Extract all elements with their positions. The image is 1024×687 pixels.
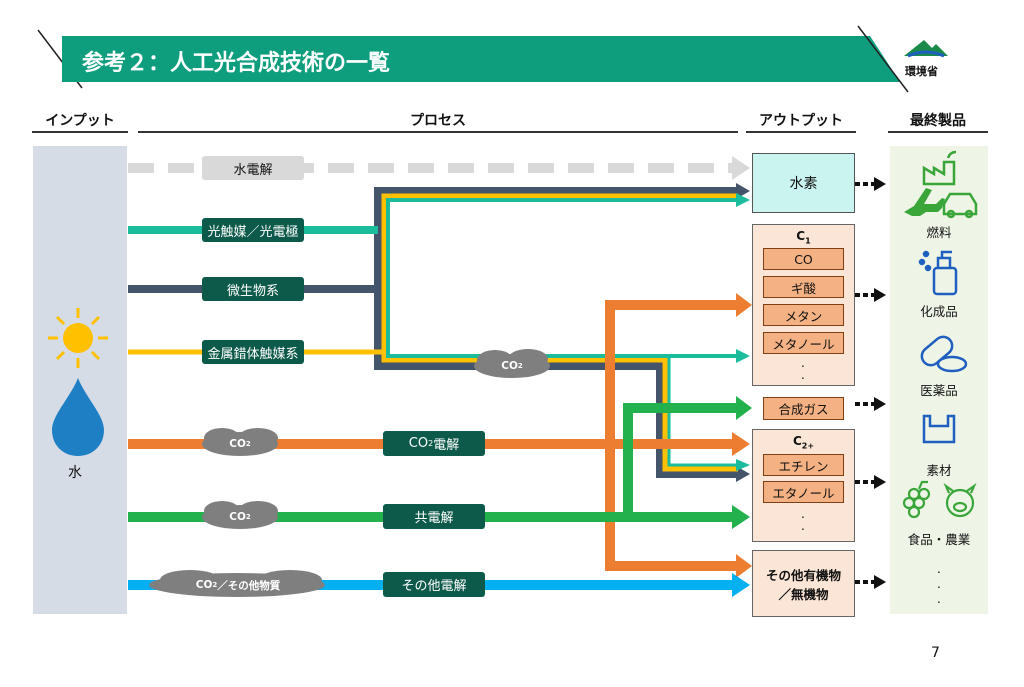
input-panel <box>33 146 127 614</box>
page-title: 参考２：人工光合成技術の一覧 <box>82 51 391 76</box>
microbial-box: 微生物系 <box>202 277 304 301</box>
column-input-underline <box>32 131 128 133</box>
co-electrolysis-box: 共電解 <box>383 504 485 529</box>
hydrogen-label: 水素 <box>789 176 818 192</box>
column-product-header: 最終製品 <box>910 113 966 129</box>
output-to-product-arrows <box>855 177 886 589</box>
teal-arrow <box>386 198 738 230</box>
sun-icon <box>48 308 108 368</box>
spray-bottle-icon <box>918 250 958 296</box>
ministry-logo-icon <box>904 40 948 58</box>
header-banner <box>37 25 909 93</box>
grapes-icon <box>902 480 931 519</box>
column-product-underline <box>888 131 988 133</box>
orange-branch <box>605 300 738 444</box>
product-panel <box>890 146 988 614</box>
column-output-header: アウトプット <box>759 113 843 129</box>
car-icon <box>942 192 978 219</box>
product-icons <box>902 150 978 519</box>
teal-arrow-lower <box>386 230 738 358</box>
water-drop-icon <box>52 378 104 456</box>
product-chemicals: 化成品 <box>920 304 958 319</box>
c2-item-ethylene: エチレン <box>763 454 844 476</box>
co2-cloud-green <box>202 501 278 529</box>
airplane-icon <box>904 188 945 216</box>
metal-complex-box: 金属錯体触媒系 <box>202 340 304 364</box>
bag-icon <box>922 414 956 444</box>
product-fuel: 燃料 <box>926 225 952 240</box>
c1-item-co: CO <box>763 248 844 270</box>
photocatalyst-box: 光触媒／光電極 <box>202 218 304 242</box>
yellow-arrow-lower <box>381 352 738 472</box>
other-electrolysis-box: その他電解 <box>383 572 485 597</box>
c1-heading: C1 <box>796 229 811 246</box>
co2-cloud-orange <box>202 428 278 456</box>
c1-item-methanol: メタノール <box>763 332 844 354</box>
factory-icon <box>922 150 957 186</box>
column-process-header: プロセス <box>410 113 466 129</box>
column-input-header: インプット <box>45 113 115 129</box>
c1-item-formic-acid: ギ酸 <box>763 276 844 298</box>
co2-other-cloud <box>149 570 325 597</box>
hydrogen-output-box: 水素 <box>752 153 855 213</box>
slate-arrow-lower <box>374 289 738 478</box>
other-output-box: その他有機物 ／無機物 <box>752 550 855 617</box>
water-electrolysis-arrowhead <box>732 156 750 180</box>
column-output-underline <box>746 131 856 133</box>
green-branch <box>623 403 738 517</box>
pig-icon <box>943 482 977 518</box>
product-food-agri: 食品・農業 <box>907 532 971 547</box>
product-pharma: 医薬品 <box>920 383 958 398</box>
product-ellipsis: ... <box>937 562 941 606</box>
c2-heading: C2+ <box>792 434 815 451</box>
logo-label: 環境省 <box>905 65 938 78</box>
product-materials: 素材 <box>926 463 952 478</box>
co2-cloud-center <box>474 349 550 378</box>
syngas-output-box: 合成ガス <box>763 397 844 420</box>
water-electrolysis-box: 水電解 <box>202 156 304 180</box>
c2-ellipsis: .. <box>801 507 805 533</box>
orange-branch-lower <box>605 444 738 571</box>
c2-item-ethanol: エタノール <box>763 481 844 503</box>
page-number: 7 <box>931 645 940 661</box>
column-process-underline <box>138 131 738 133</box>
capsule-icon <box>920 335 968 373</box>
c1-ellipsis: .. <box>801 356 805 382</box>
c1-item-methane: メタン <box>763 304 844 326</box>
water-label: 水 <box>68 465 82 481</box>
